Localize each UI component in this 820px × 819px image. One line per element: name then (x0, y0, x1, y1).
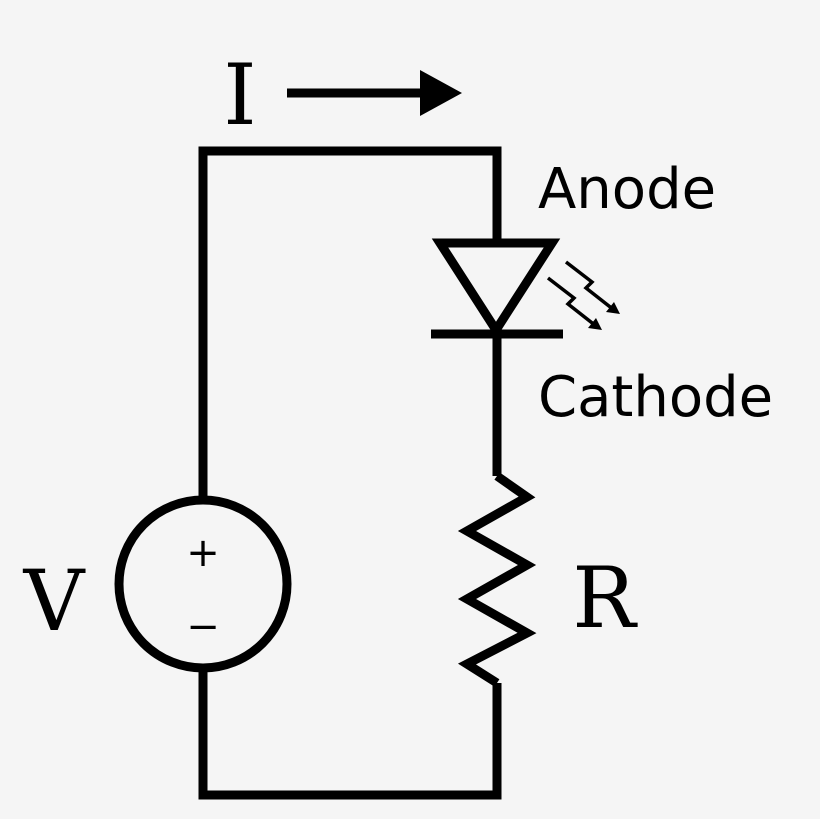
anode-label: Anode (538, 157, 716, 222)
cathode-label: Cathode (538, 365, 773, 430)
voltage-source: + − (114, 495, 292, 673)
current-arrow (287, 70, 462, 116)
plus-sign: + (186, 530, 220, 576)
circuit-wires (198, 146, 502, 800)
resistor (457, 472, 537, 687)
minus-sign: − (186, 604, 220, 650)
resistor-label: R (572, 549, 638, 647)
current-label: I (223, 46, 256, 144)
voltage-label: V (23, 552, 86, 650)
led-diode (431, 238, 563, 339)
light-emission-icon (546, 260, 620, 330)
